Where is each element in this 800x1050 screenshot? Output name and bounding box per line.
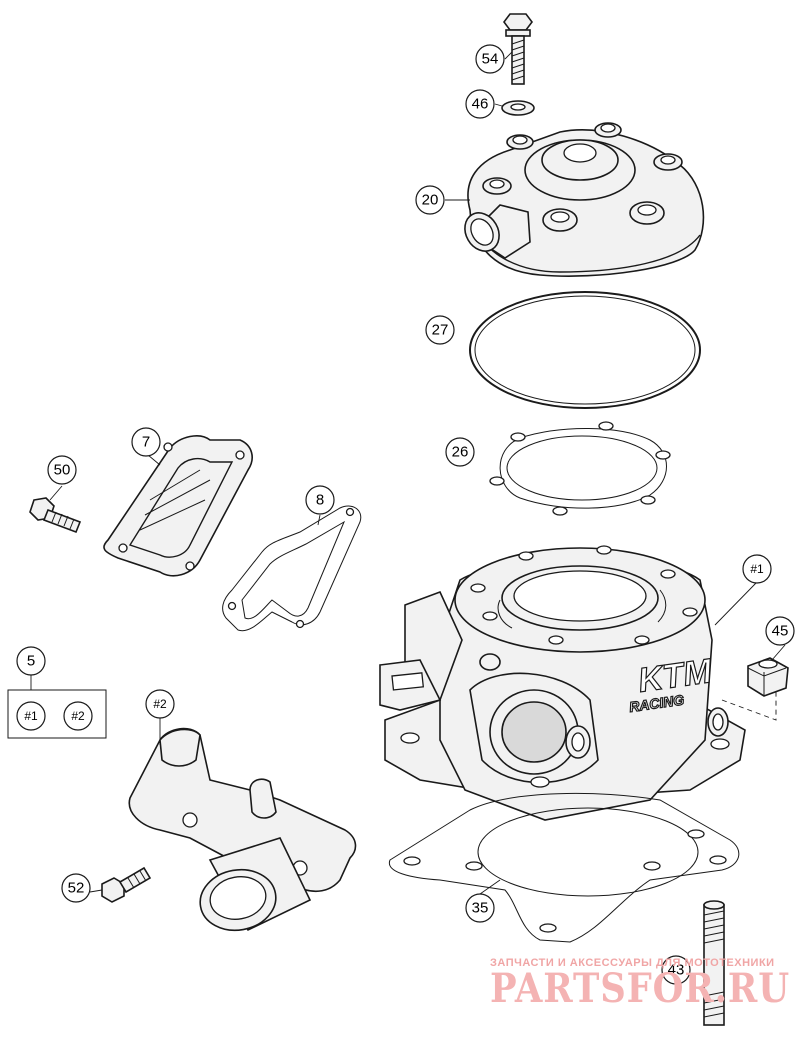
callout-7-label: 7 (142, 434, 150, 451)
callout-43: 43 (661, 955, 691, 985)
nut-45 (747, 657, 789, 697)
callout-35-label: 35 (472, 900, 489, 917)
callout-2-label: #2 (153, 697, 167, 711)
callout-8: 8 (305, 485, 335, 515)
callout-54-label: 54 (482, 51, 499, 68)
callout-20-label: 20 (422, 192, 439, 209)
callout-5-sub-1-label: #1 (24, 709, 38, 723)
callout-35: 35 (465, 893, 495, 923)
callout-7: 7 (131, 427, 161, 457)
bolt-54 (503, 13, 533, 85)
callout-8-label: 8 (316, 492, 324, 509)
callout-46-label: 46 (472, 96, 489, 113)
callout-5: 5 (16, 646, 46, 676)
callout-26: 26 (445, 437, 475, 467)
callout-52-label: 52 (68, 880, 85, 897)
watermark-brand: PARTSFOR.RU (490, 965, 790, 1012)
reed-cover-7 (103, 435, 253, 577)
washer-46 (501, 100, 535, 116)
callout-5-label: 5 (27, 653, 35, 670)
callout-27-label: 27 (432, 322, 449, 339)
callout-50-label: 50 (54, 462, 71, 479)
callout-5-sub-2-label: #2 (71, 709, 85, 723)
callout-2: #2 (145, 689, 175, 719)
gasket-8 (222, 505, 362, 632)
callout-5-sub-1: #1 (16, 701, 46, 731)
callout-5-sub-2: #2 (63, 701, 93, 731)
leader-lines (30, 51, 786, 895)
callout-1: #1 (742, 554, 772, 584)
watermark-caption: ЗАПЧАСТИ И АКСЕССУАРЫ ДЛЯ МОТОТЕХНИКИ (490, 957, 775, 969)
callout-1-label: #1 (750, 562, 764, 576)
watermark: ЗАПЧАСТИ И АКСЕССУАРЫ ДЛЯ МОТОТЕХНИКИ PA… (490, 957, 790, 1012)
callout-20: 20 (415, 185, 445, 215)
bolt-50 (29, 497, 82, 534)
callout-27: 27 (425, 315, 455, 345)
gasket-35 (388, 792, 740, 943)
cylinder-head-20 (464, 122, 705, 277)
callout-46: 46 (465, 89, 495, 119)
callout-50: 50 (47, 455, 77, 485)
callout-45: 45 (765, 616, 795, 646)
exhaust-flange-2 (128, 727, 357, 932)
callout-45-label: 45 (772, 623, 789, 640)
bolt-52 (101, 866, 152, 903)
cylinder-1: KTM RACING (379, 545, 746, 821)
callout-54: 54 (475, 44, 505, 74)
stud-43 (703, 900, 725, 1026)
callout-26-label: 26 (452, 444, 469, 461)
gasket-26 (489, 421, 671, 516)
o-ring-27 (469, 291, 701, 409)
callout-43-label: 43 (668, 962, 685, 979)
callout-52: 52 (61, 873, 91, 903)
